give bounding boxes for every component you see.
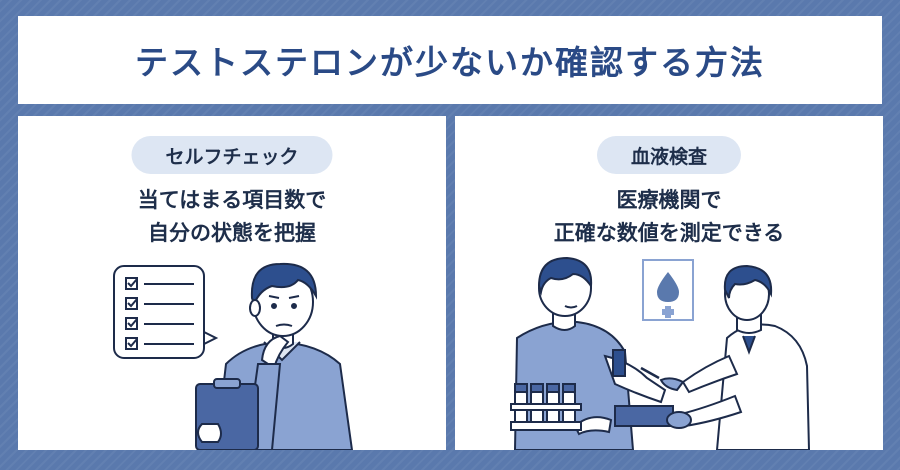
doctor-figure [640, 264, 811, 450]
arm-rest [614, 405, 674, 427]
blood-test-desc-line1: 医療機関で [616, 188, 722, 212]
self-check-illustration [113, 262, 354, 450]
test-tube-rack-icon [510, 383, 582, 431]
self-check-label: セルフチェック [131, 136, 333, 174]
blood-test-illustration [510, 256, 811, 450]
self-check-description: 当てはまる項目数で 自分の状態を把握 [18, 184, 446, 250]
blood-test-desc-line2: 正確な数値を測定できる [553, 221, 785, 245]
blood-test-description: 医療機関で 正確な数値を測定できる [455, 184, 883, 250]
self-check-desc-line2: 自分の状態を把握 [148, 221, 316, 245]
blood-test-label: 血液検査 [596, 136, 742, 174]
page-title: テストステロンが少ないか確認する方法 [135, 43, 765, 82]
self-check-desc-line1: 当てはまる項目数で [137, 188, 327, 212]
blood-drop-icon [642, 259, 694, 321]
blood-test-panel: 血液検査 医療機関で 正確な数値を測定できる [455, 116, 883, 450]
title-bar: テストステロンが少ないか確認する方法 [18, 16, 882, 104]
checklist-icon [113, 265, 219, 359]
clipboard-icon [195, 378, 259, 450]
self-check-panel: セルフチェック 当てはまる項目数で 自分の状態を把握 [18, 116, 446, 450]
